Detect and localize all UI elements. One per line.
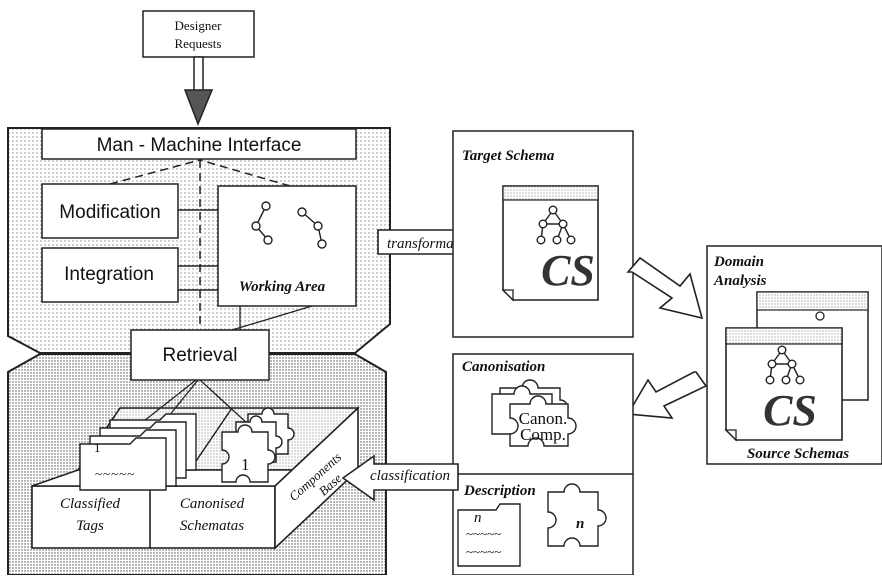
classified-tags-line2: Tags	[76, 518, 104, 534]
classified-tags-line1: Classified	[60, 496, 121, 512]
target-cs: CS	[541, 246, 595, 295]
domain-analysis-line1: Domain	[713, 254, 764, 270]
down-arrow	[183, 56, 214, 127]
integration-label: Integration	[64, 264, 154, 285]
modification-label: Modification	[59, 202, 160, 223]
canonised-puzzle-pieces	[221, 407, 295, 483]
canonisation-title: Canonisation	[462, 359, 545, 375]
classification-label: classification	[370, 468, 450, 484]
classified-tag-cards	[79, 413, 197, 491]
canon-comp-line2: Comp.	[520, 425, 566, 444]
designer-requests-line2: Requests	[175, 36, 222, 51]
integration-box: Integration	[41, 247, 179, 303]
mmi-title-bar: Man - Machine Interface	[41, 128, 357, 160]
connector-lines	[178, 209, 218, 291]
domain-cs: CS	[763, 386, 817, 435]
working-area-box: Working Area	[217, 185, 357, 307]
working-area-link2	[221, 305, 313, 334]
description-tag-card: n ~~~~~ ~~~~~	[457, 503, 521, 567]
retrieval-label: Retrieval	[163, 345, 238, 366]
modification-box: Modification	[41, 183, 179, 239]
target-schema-title: Target Schema	[462, 148, 555, 164]
designer-requests-box: Designer Requests	[142, 10, 255, 58]
domain-analysis-panel: Domain Analysis CS Source Schemas	[706, 245, 882, 465]
domain-analysis-line2: Analysis	[713, 273, 767, 289]
arrow-to-canonisation	[626, 371, 708, 419]
canonised-schematas-line2: Schematas	[180, 518, 244, 534]
canon-comp-line1: Canon.	[519, 409, 568, 428]
working-graph-icon-right	[297, 207, 327, 249]
description-puzzle: n	[547, 483, 607, 547]
tags-wave: ~~~~~	[95, 466, 135, 481]
canon-component-puzzle	[491, 379, 577, 447]
description-piece-n: n	[576, 516, 584, 532]
target-schema-panel: Target Schema CS	[452, 130, 634, 338]
canonised-schematas-line1: Canonised	[180, 496, 245, 512]
dashed-connectors	[109, 159, 291, 327]
schema-number: 1	[241, 455, 250, 474]
retrieval-box: Retrieval	[130, 329, 270, 381]
canonisation-panel: Canonisation Canon. Comp. Description n …	[452, 353, 634, 576]
working-area-label: Working Area	[239, 279, 326, 295]
arrow-to-domain	[626, 256, 704, 320]
mmi-title: Man - Machine Interface	[97, 135, 302, 156]
description-wave1: ~~~~~	[466, 526, 501, 541]
working-graph-icon-left	[251, 201, 273, 245]
target-cs-card: CS	[501, 185, 599, 302]
description-tag-n: n	[474, 510, 482, 526]
source-schemas-caption: Source Schemas	[747, 446, 849, 462]
designer-requests-line1: Designer	[175, 18, 223, 33]
tags-number: 1	[94, 440, 101, 455]
description-title: Description	[463, 483, 536, 499]
description-wave2: ~~~~~	[466, 544, 501, 559]
classification-arrow: classification	[341, 454, 459, 502]
